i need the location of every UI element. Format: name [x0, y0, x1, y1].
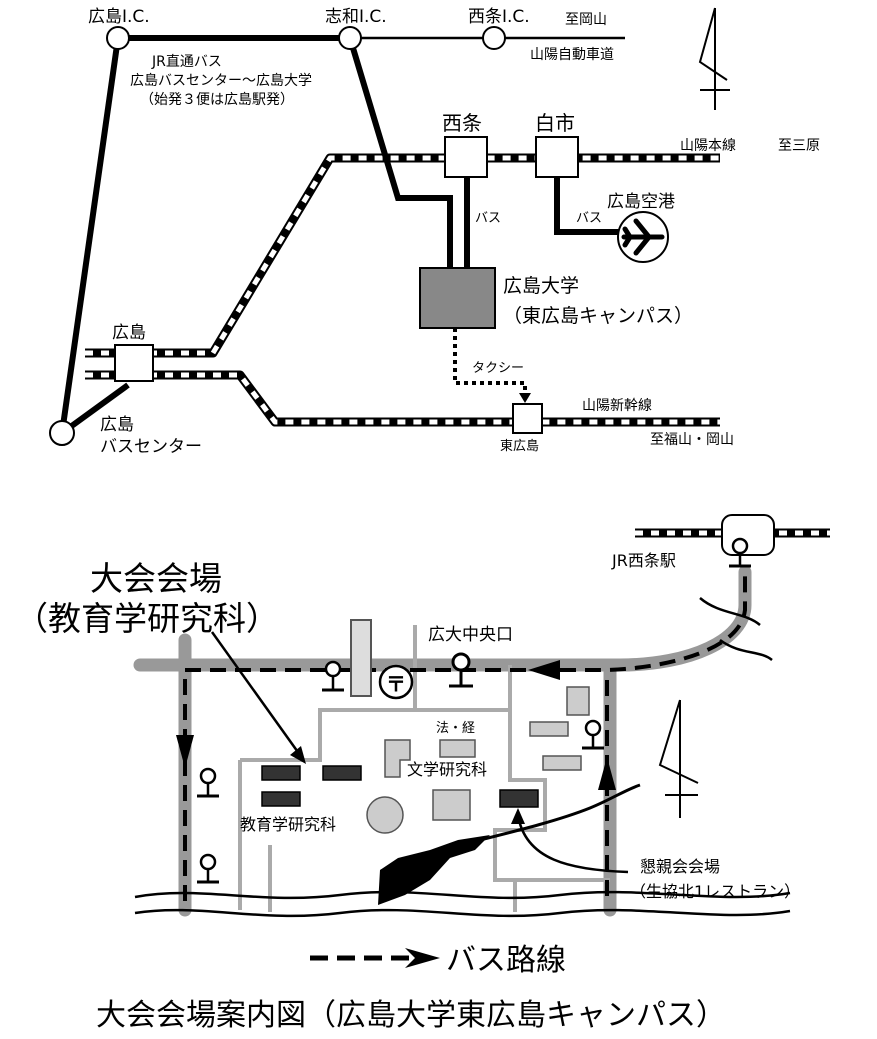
jr-bus-label-line1: JR直通バス — [151, 53, 222, 70]
reception-label-line2: （生協北1レストラン） — [630, 882, 800, 901]
railway-shinkansen — [85, 370, 720, 427]
jr-saijo-station-label: JR西条駅 — [611, 551, 676, 570]
ic-hiroshima-label: 広島I.C. — [88, 7, 150, 27]
sanyo-main-line-label: 山陽本線 — [680, 138, 736, 154]
education-label: 教育学研究科 — [240, 815, 336, 834]
building-central — [432, 789, 471, 821]
inner-road-south — [268, 845, 517, 912]
ic-saijo-marker — [482, 26, 506, 50]
bus-direction-arrow-west — [176, 735, 194, 768]
taxi-label: タクシー — [472, 361, 524, 376]
bus-stop-central-label: 広大中央口 — [428, 625, 513, 645]
ic-saijo-label: 西条I.C. — [468, 7, 530, 27]
shinkansen-label: 山陽新幹線 — [582, 397, 652, 414]
north-arrow-icon — [698, 7, 730, 110]
library-building — [366, 796, 404, 834]
building-east-2 — [529, 721, 569, 737]
bus-center-label-line1: 広島 — [100, 415, 134, 435]
campus-map: 〒 大会会場 （教育学研究科） J — [15, 514, 830, 918]
university-block — [419, 267, 496, 329]
route-map: 広島I.C. 志和I.C. 西条I.C. 至岡山 山陽自動車道 JR直通バス 広… — [49, 7, 820, 457]
legend-bus-route-label: バス路線 — [446, 943, 566, 978]
bus-center-link — [60, 382, 130, 436]
north-arrow-icon-campus — [658, 699, 699, 818]
jr-bus-label-line2: 広島バスセンター～広島大学 — [130, 73, 312, 89]
station-shiraichi-label: 白市 — [535, 111, 575, 135]
to-mihara-label: 至三原 — [778, 138, 820, 154]
bus-direction-arrow-east — [598, 757, 616, 790]
bus-label-airport: バス — [576, 211, 602, 226]
post-office-icon: 〒 — [378, 664, 414, 700]
bus-center-marker — [49, 420, 75, 446]
building-letters-l — [384, 739, 411, 778]
inner-road-east — [493, 710, 610, 882]
building-education-2 — [261, 791, 301, 807]
reception-callout-line — [516, 814, 629, 874]
bus-direction-arrow-north — [528, 660, 560, 680]
bus-stop-icon-west-2 — [197, 853, 219, 884]
law-econ-label: 法・経 — [436, 721, 475, 736]
building-education-3 — [322, 765, 362, 781]
river-south-bank-1 — [134, 890, 791, 900]
station-higashihiroshima-label: 東広島 — [500, 438, 539, 454]
to-okayama-label: 至岡山 — [565, 12, 607, 28]
bus-stop-icon-east — [582, 719, 604, 750]
bus-center-label-line2: バスセンター — [100, 437, 202, 457]
taxi-arrow — [519, 393, 531, 403]
jr-bus-label-line3: （始発３便は広島駅発） — [140, 92, 294, 108]
jr-saijo-station-box — [721, 514, 775, 556]
bus-route-airport — [554, 176, 625, 235]
bus-route-west — [59, 37, 121, 434]
airplane-icon — [617, 211, 669, 263]
reception-label-line1: 懇親会会場 — [640, 857, 720, 876]
station-shiraichi-box — [535, 136, 579, 178]
building-east-1 — [566, 686, 590, 716]
bus-stop-icon — [322, 660, 344, 692]
airport-label: 広島空港 — [607, 192, 675, 212]
inner-road-west — [238, 665, 512, 910]
post-office-symbol: 〒 — [386, 672, 406, 696]
station-higashihiroshima-box — [512, 403, 543, 434]
station-hiroshima-box — [114, 344, 154, 382]
bus-stop-icon-west-1 — [197, 767, 219, 798]
bus-label-saijo: バス — [475, 211, 501, 226]
venue-callout-arrowhead — [290, 746, 306, 764]
building-law-econ — [439, 739, 476, 758]
jr-direct-bus-route — [347, 37, 453, 270]
ic-shiwa-label: 志和I.C. — [325, 7, 387, 27]
university-label-line2: （東広島キャンパス） — [503, 305, 693, 327]
station-hiroshima-label: 広島 — [112, 323, 146, 343]
station-saijo-box — [444, 136, 488, 178]
river-south-bank-2 — [134, 908, 791, 918]
taxi-route — [453, 328, 527, 398]
building-reception — [499, 789, 539, 808]
venue-callout-line — [210, 631, 302, 756]
bus-stop-icon-central — [449, 652, 473, 688]
legend: バス路線 — [310, 943, 566, 978]
letters-label: 文学研究科 — [407, 760, 487, 779]
stream-line — [479, 783, 641, 842]
station-saijo-label: 西条 — [442, 111, 482, 135]
legend-arrow-icon — [405, 948, 440, 968]
pond-shape — [378, 835, 490, 905]
reception-callout-arrowhead — [511, 808, 525, 824]
building-east-3 — [542, 755, 582, 771]
expressway-label: 山陽自動車道 — [530, 46, 614, 63]
bus-stop-icon-station — [729, 537, 751, 568]
ic-hiroshima-marker — [106, 26, 130, 50]
tower-icon — [350, 619, 372, 697]
venue-title-line1: 大会会場 — [90, 559, 222, 598]
river-north — [699, 597, 773, 662]
university-label-line1: 広島大学 — [503, 275, 579, 297]
map-caption: 大会会場案内図（広島大学東広島キャンパス） — [96, 998, 726, 1033]
ic-shiwa-marker — [338, 26, 362, 50]
to-fukuyama-okayama-label: 至福山・岡山 — [650, 432, 734, 448]
venue-title-line2: （教育学研究科） — [15, 599, 279, 638]
building-education-1 — [261, 765, 301, 781]
